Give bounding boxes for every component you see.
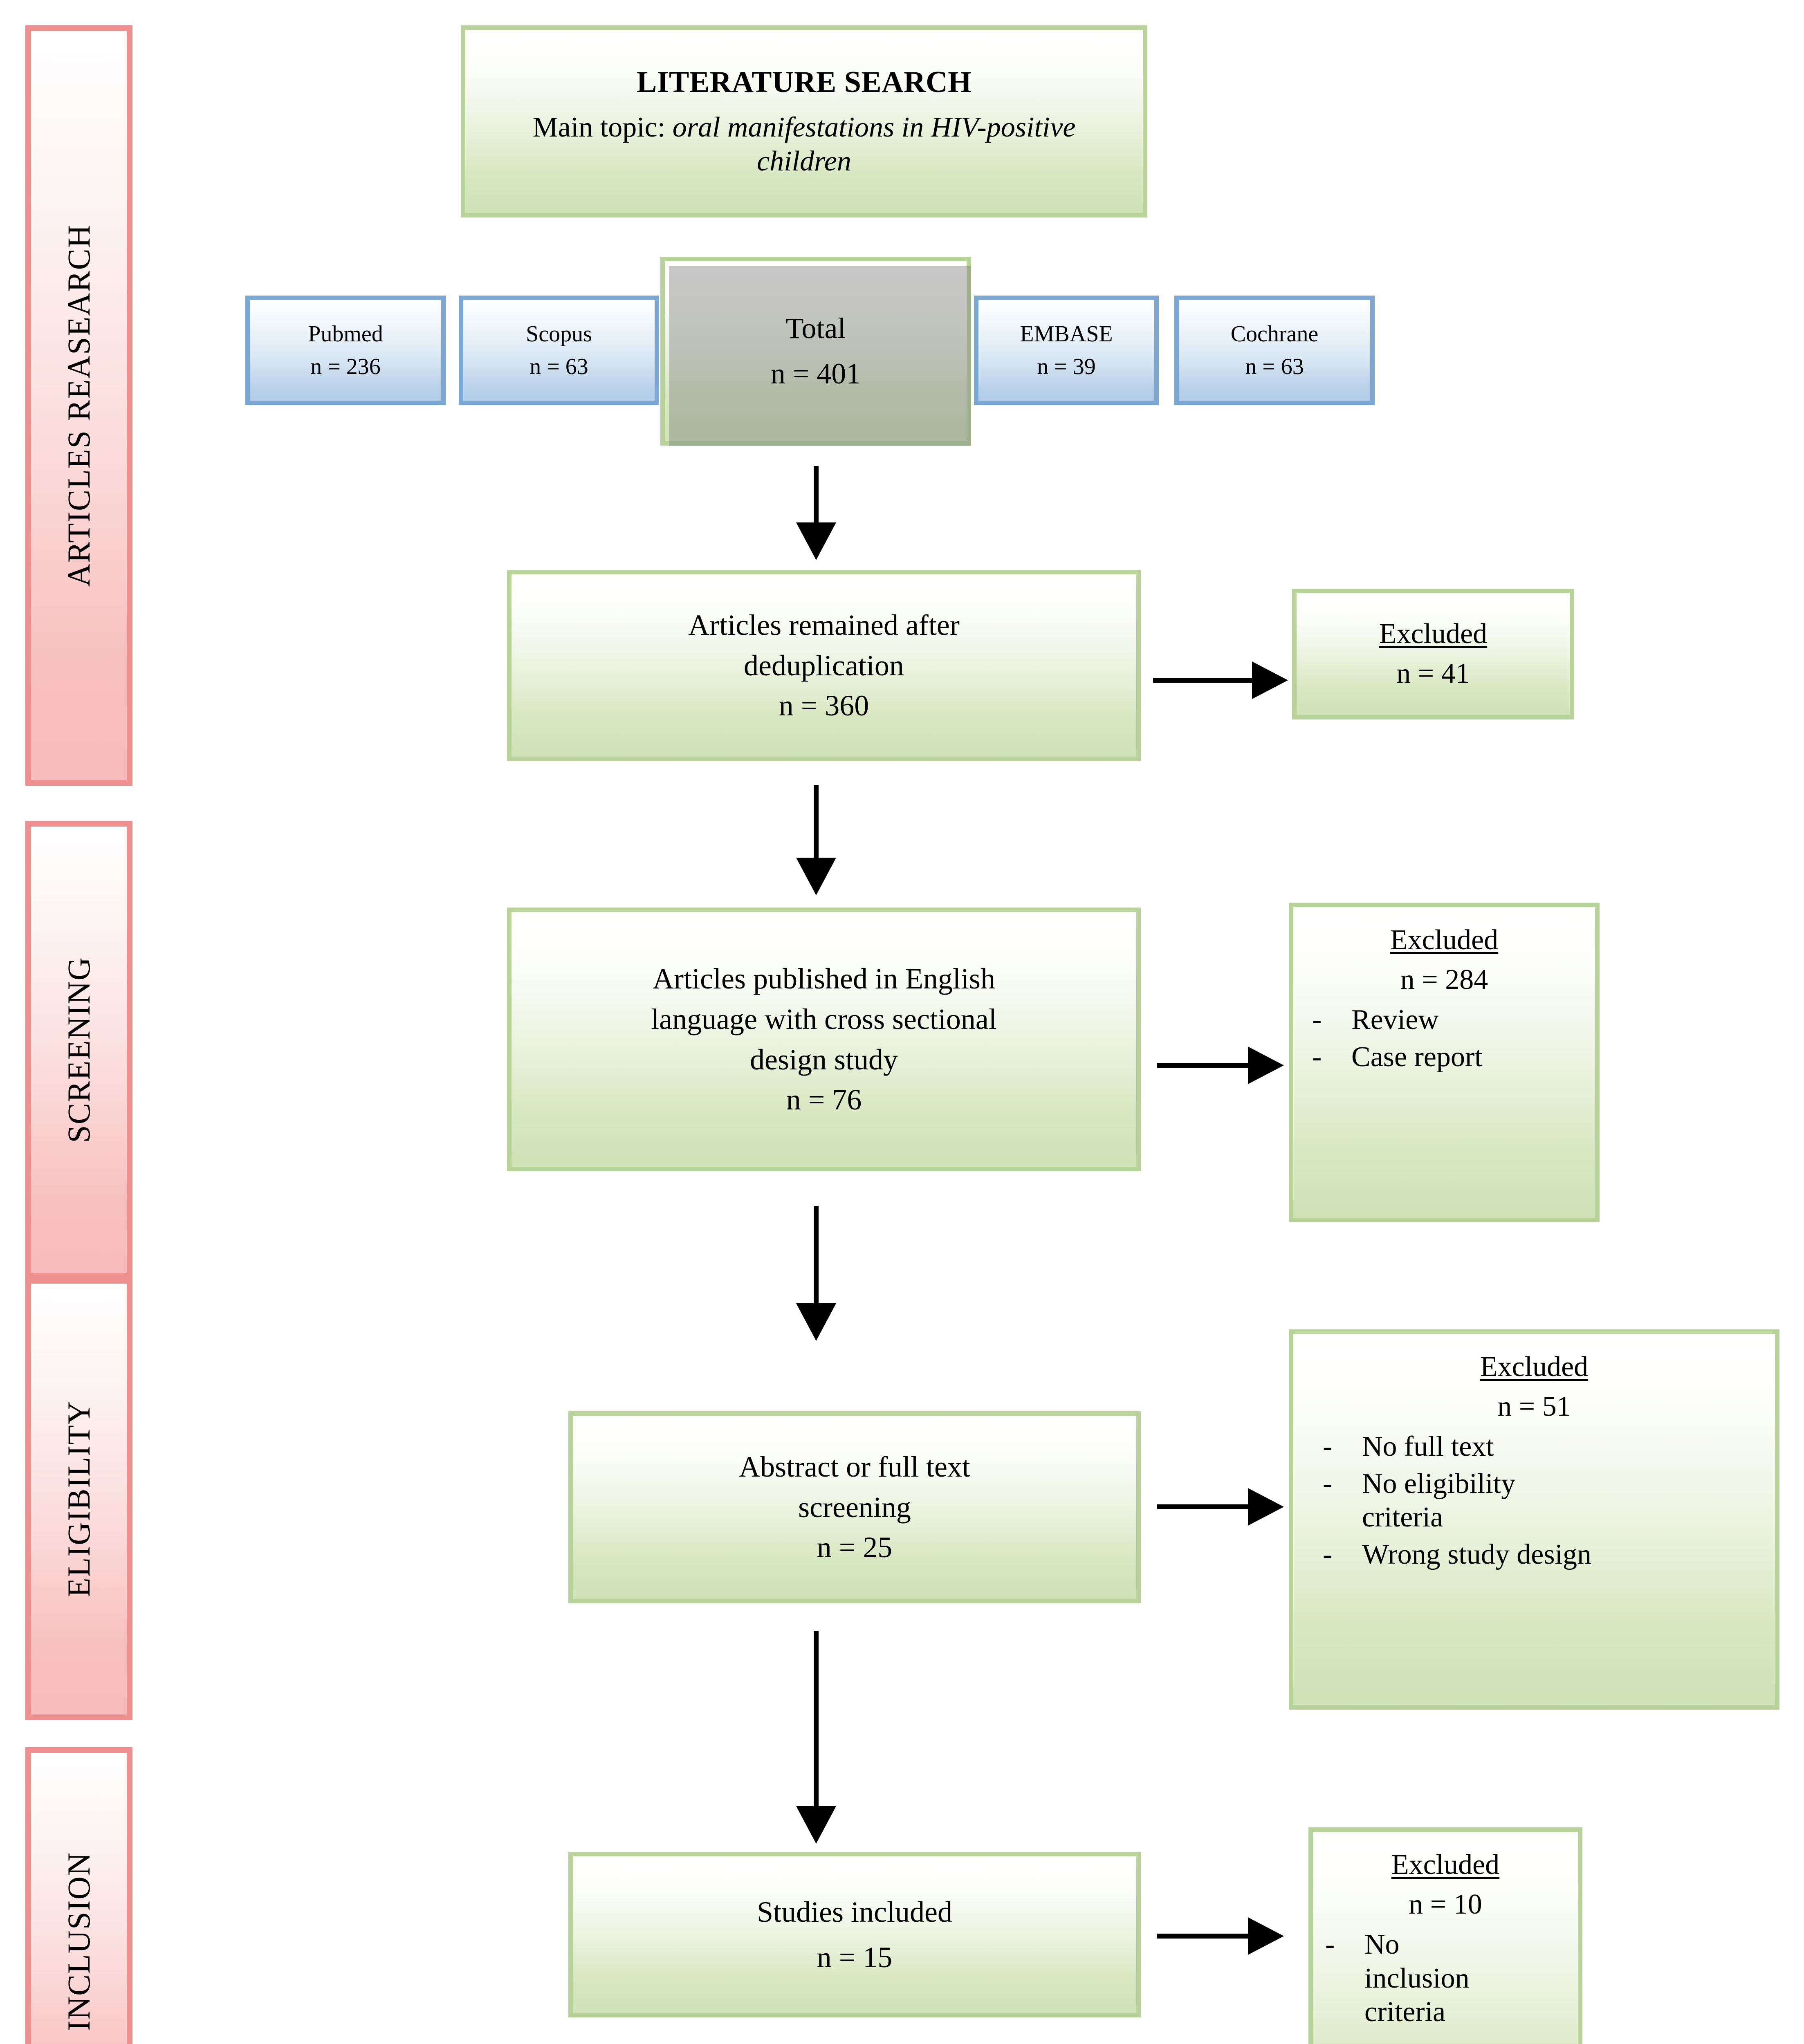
database-count: n = 63 (530, 354, 588, 379)
excluded-box-screening: Excluded n = 284 - Review - Case report (1289, 903, 1600, 1223)
stage-label-text: INCLUSION (61, 1851, 96, 2031)
literature-search-subtitle: Main topic: oral manifestations in HIV-p… (489, 111, 1119, 178)
flow-line-2: language with cross sectional (651, 1002, 997, 1035)
database-count: n = 39 (1037, 354, 1096, 379)
excluded-box-eligibility: Excluded n = 51 - No full text - No elig… (1289, 1329, 1779, 1710)
excluded-reason-text: No eligibility criteria (1362, 1468, 1516, 1533)
excluded-title: Excluded (1390, 924, 1499, 956)
bullet-dash-icon: - (1323, 1468, 1333, 1499)
excluded-reason-text: No full text (1362, 1431, 1494, 1463)
flow-box-deduplication: Articles remained after deduplication n … (507, 570, 1141, 762)
database-name: EMBASE (1020, 321, 1113, 347)
flow-box-abstract-fulltext-screening: Abstract or full text screening n = 25 (568, 1411, 1141, 1604)
database-name: Cochrane (1230, 321, 1319, 347)
excluded-reason-item: - Wrong study design (1323, 1538, 1775, 1572)
flow-count: n = 360 (779, 689, 869, 722)
database-name: Scopus (526, 321, 592, 347)
stage-label-text: ARTICLES REASEARCH (61, 224, 96, 587)
database-box-cochrane: Cochrane n = 63 (1174, 296, 1375, 406)
excluded-title: Excluded (1391, 1849, 1500, 1880)
stage-label-articles-reasearch: ARTICLES REASEARCH (25, 25, 132, 786)
excluded-box-inclusion: Excluded n = 10 - No inclusion criteria (1308, 1827, 1582, 2044)
excluded-reason-list: - No full text - No eligibility criteria… (1293, 1430, 1775, 1575)
excluded-count: n = 284 (1400, 964, 1488, 995)
database-box-embase: EMBASE n = 39 (974, 296, 1159, 406)
excluded-reason-text: Review (1351, 1004, 1439, 1036)
excluded-count: n = 51 (1497, 1390, 1571, 1422)
excluded-reason-list: - Review - Case report (1293, 1003, 1595, 1077)
excluded-count: n = 41 (1396, 658, 1470, 689)
flow-line-1: Articles published in English (653, 962, 995, 995)
database-box-pubmed: Pubmed n = 236 (245, 296, 446, 406)
excluded-box-deduplication: Excluded n = 41 (1292, 589, 1574, 720)
flow-line-3: design study (749, 1043, 898, 1076)
excluded-title: Excluded (1379, 618, 1488, 650)
flow-count: n = 25 (817, 1531, 893, 1564)
total-box: Total n = 401 (660, 257, 971, 446)
database-count: n = 236 (310, 354, 381, 379)
excluded-count: n = 10 (1409, 1888, 1482, 1920)
arrow-total-to-deduplication (796, 466, 837, 560)
arrow-deduplication-to-excluded (1153, 661, 1288, 699)
flow-line-2: deduplication (744, 649, 904, 682)
excluded-title: Excluded (1480, 1351, 1589, 1383)
bullet-dash-icon: - (1323, 1431, 1333, 1463)
flow-count: n = 15 (817, 1941, 893, 1974)
excluded-reason-text: Case report (1351, 1041, 1483, 1073)
arrow-screening-to-eligibility (796, 1206, 837, 1341)
stage-label-text: ELIGIBILITY (61, 1401, 96, 1598)
bullet-dash-icon: - (1312, 1004, 1322, 1036)
arrow-eligibility-to-excluded (1157, 1488, 1284, 1526)
excluded-reason-text: No inclusion criteria (1364, 1929, 1470, 2028)
arrow-eligibility-to-inclusion (796, 1631, 837, 1844)
excluded-reason-list: - No inclusion criteria (1313, 1928, 1578, 2033)
database-box-scopus: Scopus n = 63 (459, 296, 659, 406)
literature-search-title: LITERATURE SEARCH (636, 65, 972, 99)
flow-box-english-cross-sectional: Articles published in English language w… (507, 908, 1141, 1172)
flow-line-1: Abstract or full text (739, 1450, 970, 1483)
flow-count: n = 76 (786, 1083, 862, 1116)
excluded-reason-item: - No eligibility criteria (1323, 1467, 1775, 1535)
stage-label-eligibility: ELIGIBILITY (25, 1278, 132, 1720)
flow-line-2: screening (798, 1490, 911, 1524)
flow-line-1: Studies included (757, 1895, 952, 1928)
excluded-reason-item: - Case report (1312, 1040, 1595, 1074)
stage-label-inclusion: INCLUSION (25, 1747, 132, 2044)
total-count: n = 401 (770, 357, 861, 390)
literature-search-box: LITERATURE SEARCH Main topic: oral manif… (461, 25, 1147, 218)
stage-label-text: SCREENING (61, 957, 96, 1143)
bullet-dash-icon: - (1312, 1041, 1322, 1073)
excluded-reason-item: - Review (1312, 1003, 1595, 1037)
arrow-inclusion-to-excluded (1157, 1917, 1284, 1955)
excluded-reason-text: Wrong study design (1362, 1538, 1592, 1570)
bullet-dash-icon: - (1323, 1538, 1333, 1570)
database-count: n = 63 (1245, 354, 1304, 379)
database-name: Pubmed (308, 321, 383, 347)
arrow-deduplication-to-screening (796, 785, 837, 895)
flow-box-studies-included: Studies included n = 15 (568, 1852, 1141, 2018)
excluded-reason-item: - No full text (1323, 1430, 1775, 1464)
flow-line-1: Articles remained after (688, 608, 960, 641)
excluded-reason-item: - No inclusion criteria (1325, 1928, 1578, 2029)
arrow-screening-to-excluded (1157, 1047, 1284, 1084)
stage-label-screening: SCREENING (25, 821, 132, 1279)
subtitle-prefix: Main topic: (532, 112, 673, 143)
total-label: Total (785, 312, 846, 345)
subtitle-topic: oral manifestations in HIV-positive chil… (672, 112, 1076, 177)
bullet-dash-icon: - (1325, 1929, 1335, 1961)
